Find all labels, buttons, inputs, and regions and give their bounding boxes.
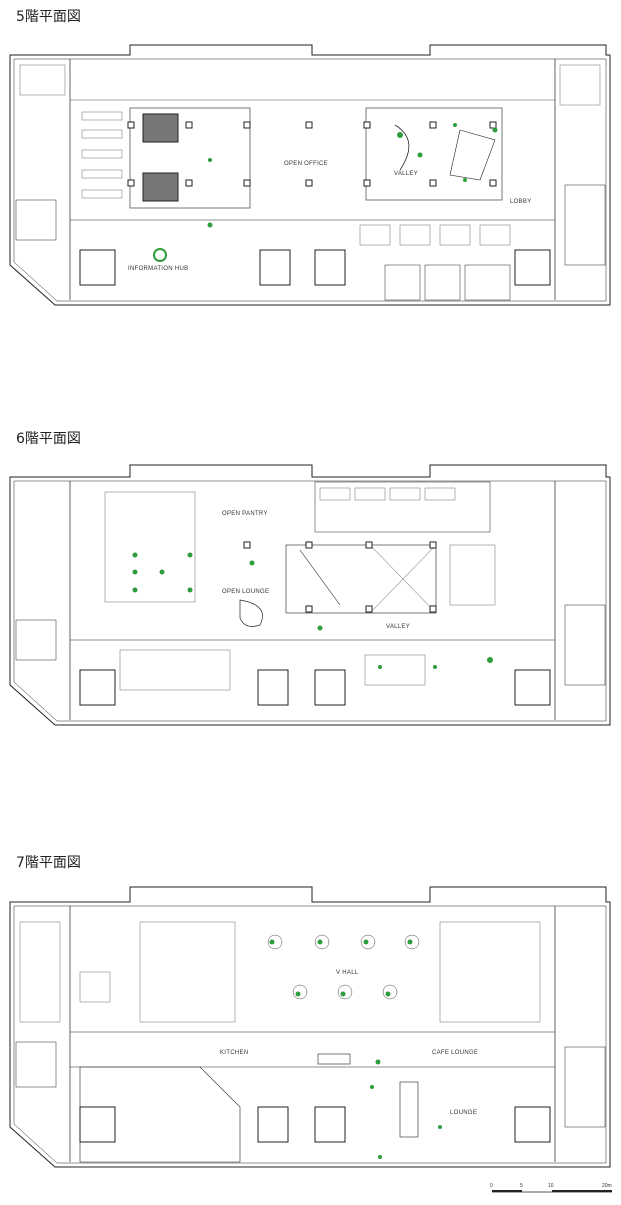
floor-6-title: 6階平面図 [16, 431, 81, 447]
floor-7-plan: V HALL KITCHEN CAFE LOUNGE LOUNGE [0, 882, 621, 1172]
scale-bar: 0 5 10 20m [488, 1180, 618, 1200]
label-valley-6f: VALLEY [386, 624, 410, 630]
label-lounge: LOUNGE [450, 1110, 477, 1116]
floor-7-title: 7階平面図 [16, 855, 81, 871]
label-open-office: OPEN OFFICE [284, 161, 328, 167]
scale-tick-0: 0 [490, 1183, 493, 1189]
scale-tick-10: 10 [548, 1183, 554, 1189]
floor-5-plan: OPEN OFFICE VALLEY LOBBY INFORMATION HUB [0, 40, 621, 312]
label-v-hall: V HALL [336, 970, 359, 976]
floor-5-title: 5階平面図 [16, 9, 81, 25]
label-information-hub: INFORMATION HUB [128, 266, 188, 272]
scale-tick-5: 5 [520, 1183, 523, 1189]
label-open-pantry: OPEN PANTRY [222, 511, 268, 517]
scale-tick-20m: 20m [602, 1183, 612, 1189]
scale-bar-drawing: 0 5 10 20m [490, 1183, 612, 1193]
label-lobby: LOBBY [510, 199, 532, 205]
floor-7-plan-drawing: V HALL KITCHEN CAFE LOUNGE LOUNGE [9, 886, 611, 1168]
floor-6-plan: OPEN PANTRY OPEN LOUNGE VALLEY [0, 460, 621, 732]
floor-6-plan-drawing: OPEN PANTRY OPEN LOUNGE VALLEY [9, 464, 611, 726]
label-cafe-lounge: CAFE LOUNGE [432, 1050, 478, 1056]
floor-5-plan-drawing: OPEN OFFICE VALLEY LOBBY INFORMATION HUB [9, 44, 611, 306]
label-open-lounge: OPEN LOUNGE [222, 589, 269, 595]
label-valley-5f: VALLEY [394, 171, 418, 177]
label-kitchen: KITCHEN [220, 1050, 248, 1056]
